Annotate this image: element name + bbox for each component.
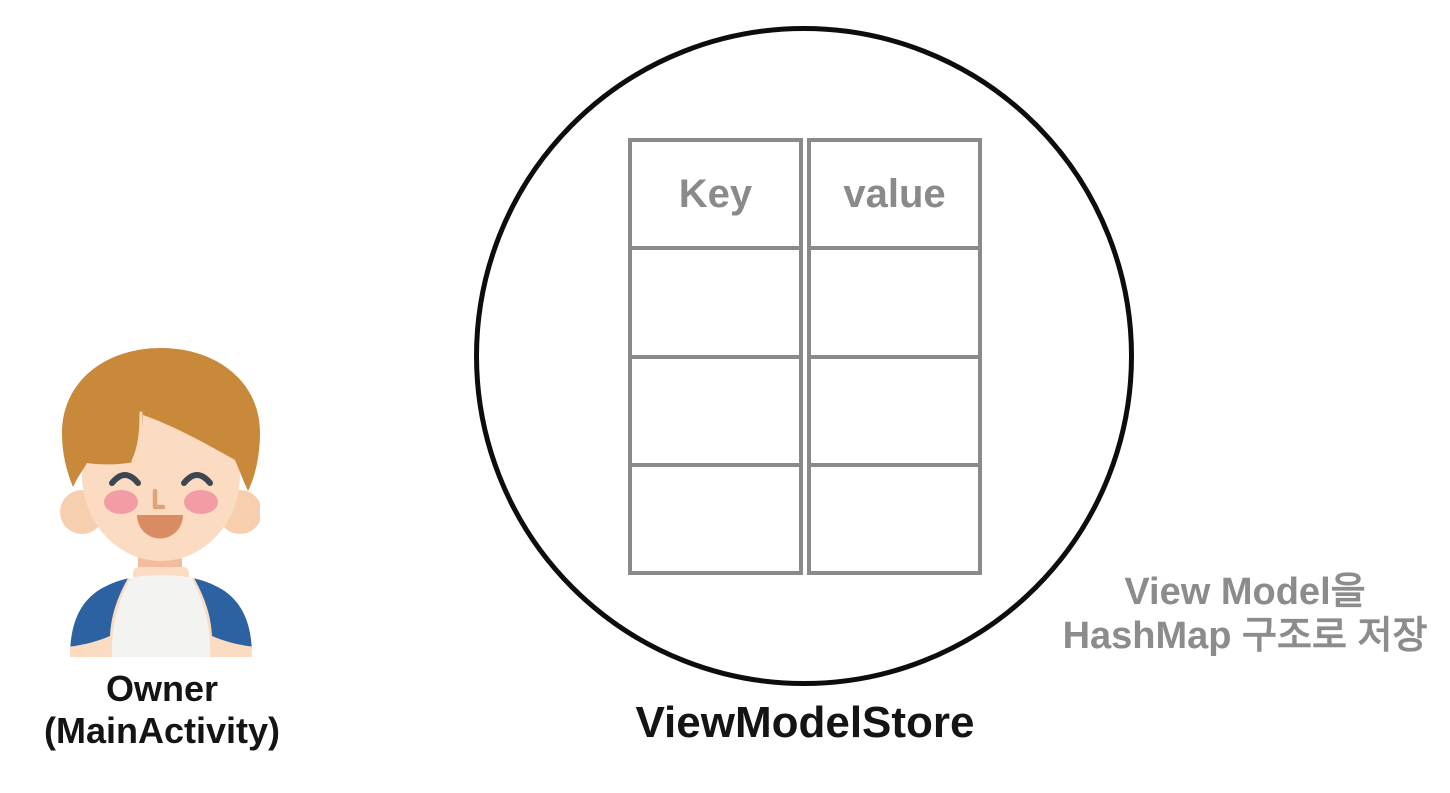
empty-cell — [632, 462, 799, 571]
avatar-left-cheek — [104, 490, 138, 514]
value-header-cell: value — [811, 142, 978, 246]
value-header-label: value — [843, 171, 946, 216]
avatar-nose — [152, 488, 166, 510]
avatar-hair — [62, 348, 260, 491]
annotation-line2: HashMap 구조로 저장 — [1062, 615, 1428, 657]
empty-cell — [811, 462, 978, 571]
owner-avatar-illustration — [60, 348, 260, 657]
empty-cell — [632, 354, 799, 463]
viewmodelstore-caption: ViewModelStore — [635, 698, 975, 747]
viewmodelstore-circle — [474, 26, 1134, 686]
key-header-cell: Key — [632, 142, 799, 246]
key-header-label: Key — [678, 171, 753, 216]
empty-cell — [811, 246, 978, 354]
avatar-left-eye — [109, 472, 141, 486]
empty-cell — [811, 354, 978, 463]
avatar-right-eye — [181, 472, 213, 486]
owner-caption-line2: (MainActivity) — [43, 710, 281, 751]
empty-cell — [632, 246, 799, 354]
hashmap-value-column: value — [807, 138, 982, 575]
avatar-right-cheek — [184, 490, 218, 514]
avatar-mouth — [137, 515, 183, 539]
hashmap-key-column: Key — [628, 138, 803, 575]
hashmap-annotation: View Model을 HashMap 구조로 저장 — [1040, 570, 1450, 658]
owner-caption: Owner (MainActivity) — [2, 668, 322, 752]
owner-caption-line1: Owner — [105, 668, 219, 709]
annotation-line1: View Model을 — [1124, 571, 1366, 613]
hashmap-table: Key value — [628, 138, 982, 575]
avatar-hair-curl — [131, 411, 143, 463]
